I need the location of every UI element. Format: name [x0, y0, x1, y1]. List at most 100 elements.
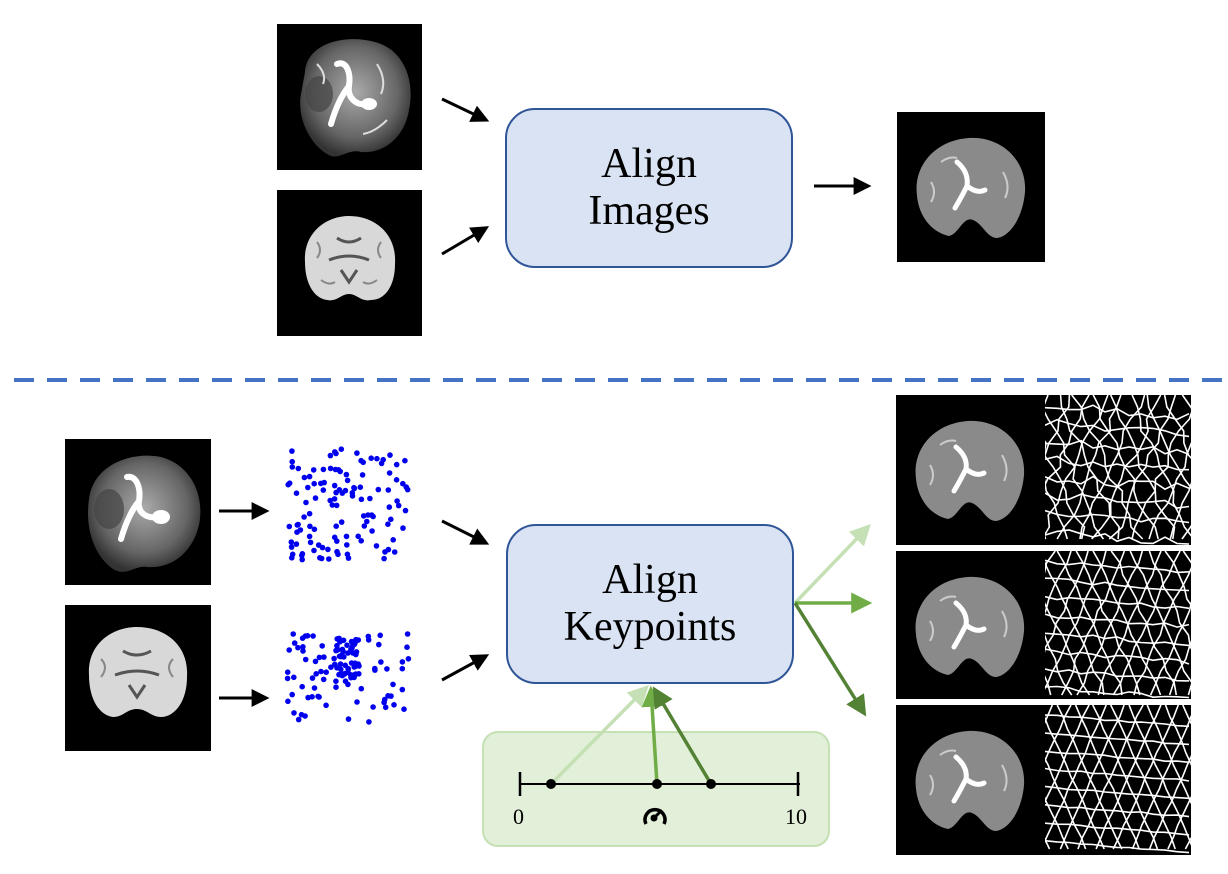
keypoint [315, 542, 322, 548]
keypoint [404, 644, 410, 650]
arrow-keypoints1-to-box [441, 519, 490, 545]
align-keypoints-box: Align Keypoints [506, 524, 794, 684]
keypoint [360, 459, 366, 466]
keypoint [318, 555, 325, 562]
keypoint [342, 678, 349, 684]
keypoint [333, 684, 339, 690]
keypoint [358, 496, 365, 503]
keypoint [286, 523, 293, 530]
keypoint [289, 555, 295, 561]
keypoint [388, 693, 394, 699]
keypoint [288, 539, 295, 545]
keypoint [306, 533, 313, 540]
keypoint [385, 521, 391, 527]
keypoint [370, 704, 376, 710]
keypoint [334, 636, 340, 642]
arrow-output-light [793, 523, 871, 605]
keypoint [298, 711, 305, 718]
keypoint [372, 665, 378, 672]
keypoint [382, 704, 389, 711]
keypoint [329, 502, 336, 508]
keypoint [358, 685, 365, 692]
keypoint [342, 662, 349, 669]
keypoint [300, 648, 306, 654]
output-image-2 [896, 551, 1045, 699]
keypoint [299, 556, 305, 563]
arrow-output-dark [793, 602, 867, 717]
keypoint [327, 452, 334, 459]
keypoint [384, 666, 390, 672]
keypoint [295, 716, 302, 723]
keypoint [378, 659, 384, 665]
keypoint [323, 702, 329, 709]
keypoint [335, 551, 341, 558]
deformation-grid-3 [1045, 705, 1191, 855]
keypoint [354, 699, 360, 705]
keypoint [295, 521, 301, 528]
keypoint [312, 495, 319, 501]
regularization-slider-panel [482, 731, 830, 847]
keypoint [313, 671, 319, 677]
keypoint [327, 497, 333, 504]
keypoint [331, 496, 338, 502]
keypoint [399, 659, 406, 665]
keypoint [391, 702, 397, 708]
keypoint [331, 655, 337, 662]
keypoint [369, 528, 375, 534]
keypoint [334, 642, 340, 649]
keypoint [328, 664, 334, 670]
deformation-grid-1 [1045, 395, 1191, 545]
keypoint [299, 683, 305, 690]
keypoint [293, 541, 300, 547]
keypoint [321, 654, 327, 660]
keypoint [357, 484, 364, 490]
keypoints-cloud-2 [284, 631, 412, 725]
slider-max-label: 10 [785, 804, 807, 829]
keypoint [306, 510, 313, 517]
keypoint [395, 502, 402, 509]
keypoint [337, 468, 343, 475]
keypoint [399, 665, 406, 672]
keypoint [338, 519, 345, 525]
keypoint [301, 514, 307, 520]
keypoint [343, 471, 350, 478]
keypoint [385, 487, 392, 493]
keypoint [333, 502, 340, 509]
keypoint [343, 533, 350, 540]
keypoint [337, 661, 344, 667]
keypoint [368, 455, 374, 461]
keypoint [402, 507, 409, 514]
keypoint [293, 490, 300, 496]
keypoint [359, 472, 366, 478]
keypoint [381, 696, 388, 703]
keypoint [386, 504, 393, 510]
keypoints-cloud-1 [285, 446, 411, 563]
keypoint [300, 644, 306, 650]
keypoint [334, 538, 340, 544]
keypoint [334, 665, 340, 671]
keypoint [341, 654, 347, 660]
keypoint [285, 481, 291, 488]
keypoint [401, 706, 407, 712]
keypoint [302, 656, 309, 663]
keypoint [291, 674, 297, 681]
keypoint [319, 643, 325, 649]
keypoint [301, 474, 308, 481]
keypoint [344, 477, 351, 484]
keypoint [361, 523, 368, 529]
keypoint [355, 533, 361, 540]
keypoint [393, 461, 400, 468]
deformation-grid-2 [1045, 551, 1191, 699]
keypoint [291, 710, 297, 716]
keypoint [375, 486, 382, 493]
keypoint [315, 693, 321, 700]
keypoint [289, 458, 295, 465]
keypoint [385, 546, 392, 553]
keypoint [286, 647, 292, 653]
keypoint [352, 663, 359, 670]
keypoint [387, 452, 393, 458]
keypoint [339, 646, 346, 653]
keypoint [344, 542, 350, 548]
keypoint [377, 632, 383, 639]
